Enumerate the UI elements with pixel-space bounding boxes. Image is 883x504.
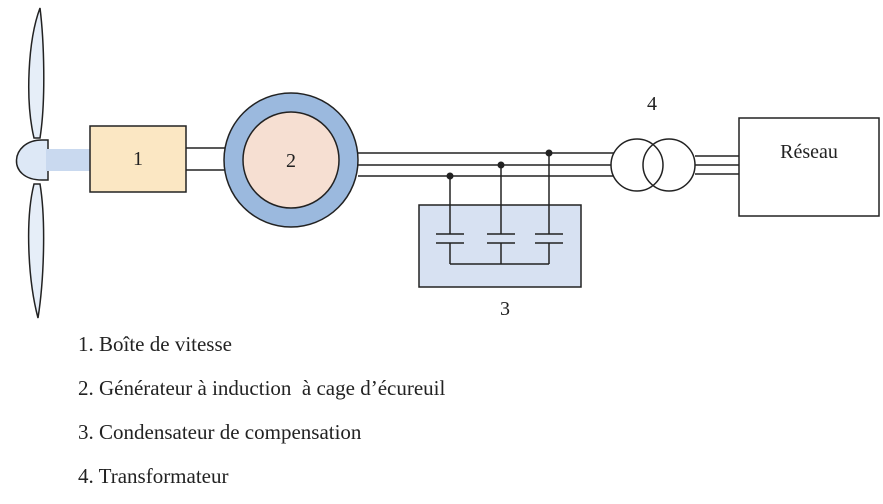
legend-item-capacitor: 3. Condensateur de compensation [78,420,362,444]
generator-label: 2 [286,150,296,172]
capacitor-1 [436,233,464,264]
transformer-primary [610,138,664,192]
grid-label: Réseau [780,141,838,163]
capacitor-2 [487,233,515,264]
generator-rotor [242,111,340,209]
legend-list: 1. Boîte de vitesse 2. Générateur à indu… [78,322,445,498]
legend-item-transformer: 4. Transformateur [78,464,229,488]
legend-item-gearbox: 1. Boîte de vitesse [78,332,232,356]
turbine-blade-bottom [27,183,45,319]
gearbox-box [89,125,187,193]
grid-box [738,117,880,217]
capacitor-label: 3 [500,298,510,320]
capacitor-box [418,204,582,288]
turbine-shaft [46,149,90,171]
turbine-hub [15,139,49,181]
transformer-label: 4 [647,93,657,115]
gearbox-label: 1 [133,148,143,170]
legend-item-generator: 2. Générateur à induction à cage d’écure… [78,376,446,400]
capacitor-3 [535,233,563,264]
turbine-blade-top [28,7,45,139]
